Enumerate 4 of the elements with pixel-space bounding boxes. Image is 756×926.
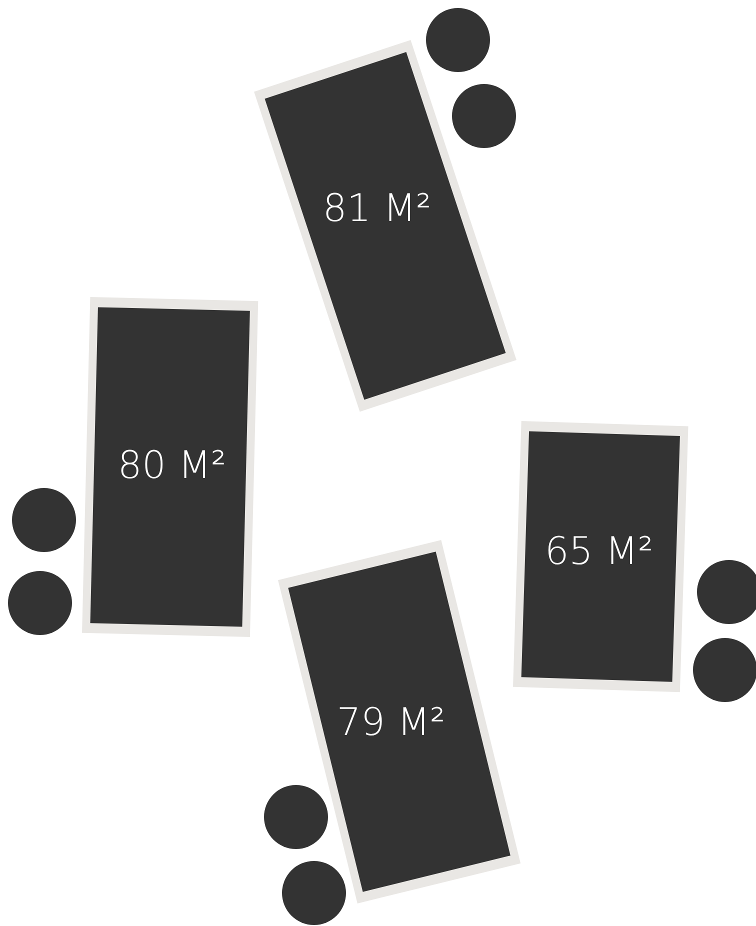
area-label: 80 M²: [118, 442, 226, 487]
area-label: 79 M²: [336, 700, 446, 744]
area-label: 65 M²: [544, 528, 654, 573]
area-label: 81 M²: [322, 186, 432, 230]
